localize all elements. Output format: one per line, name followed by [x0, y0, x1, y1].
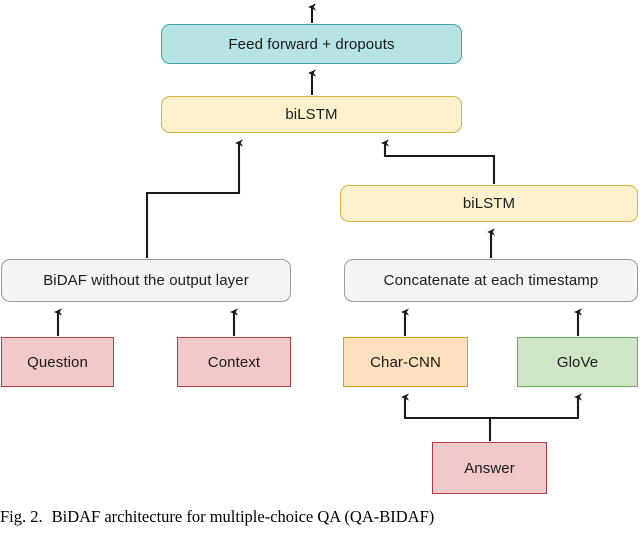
edge-bilstmright-to-bilstmtop: [381, 139, 496, 184]
node-context[interactable]: Context: [177, 337, 291, 387]
edge-bidaf-to-bilstmtop: [145, 139, 244, 258]
node-bilstm-right[interactable]: biLSTM: [340, 185, 638, 222]
node-question[interactable]: Question: [1, 337, 114, 387]
node-bidaf-without-output-layer[interactable]: BiDAF without the output layer: [1, 259, 291, 302]
node-concatenate-at-each-timestamp[interactable]: Concatenate at each timestamp: [344, 259, 638, 302]
figure-caption-number: Fig. 2.: [0, 507, 43, 526]
node-bilstm-top[interactable]: biLSTM: [161, 96, 462, 133]
node-glove[interactable]: GloVe: [517, 337, 638, 387]
node-feed-forward-dropouts[interactable]: Feed forward + dropouts: [161, 24, 462, 64]
node-answer[interactable]: Answer: [432, 442, 547, 494]
figure-caption: Fig. 2. BiDAF architecture for multiple-c…: [0, 507, 640, 527]
figure-caption-text: BiDAF architecture for multiple-choice Q…: [51, 507, 435, 526]
node-char-cnn[interactable]: Char-CNN: [343, 337, 468, 387]
